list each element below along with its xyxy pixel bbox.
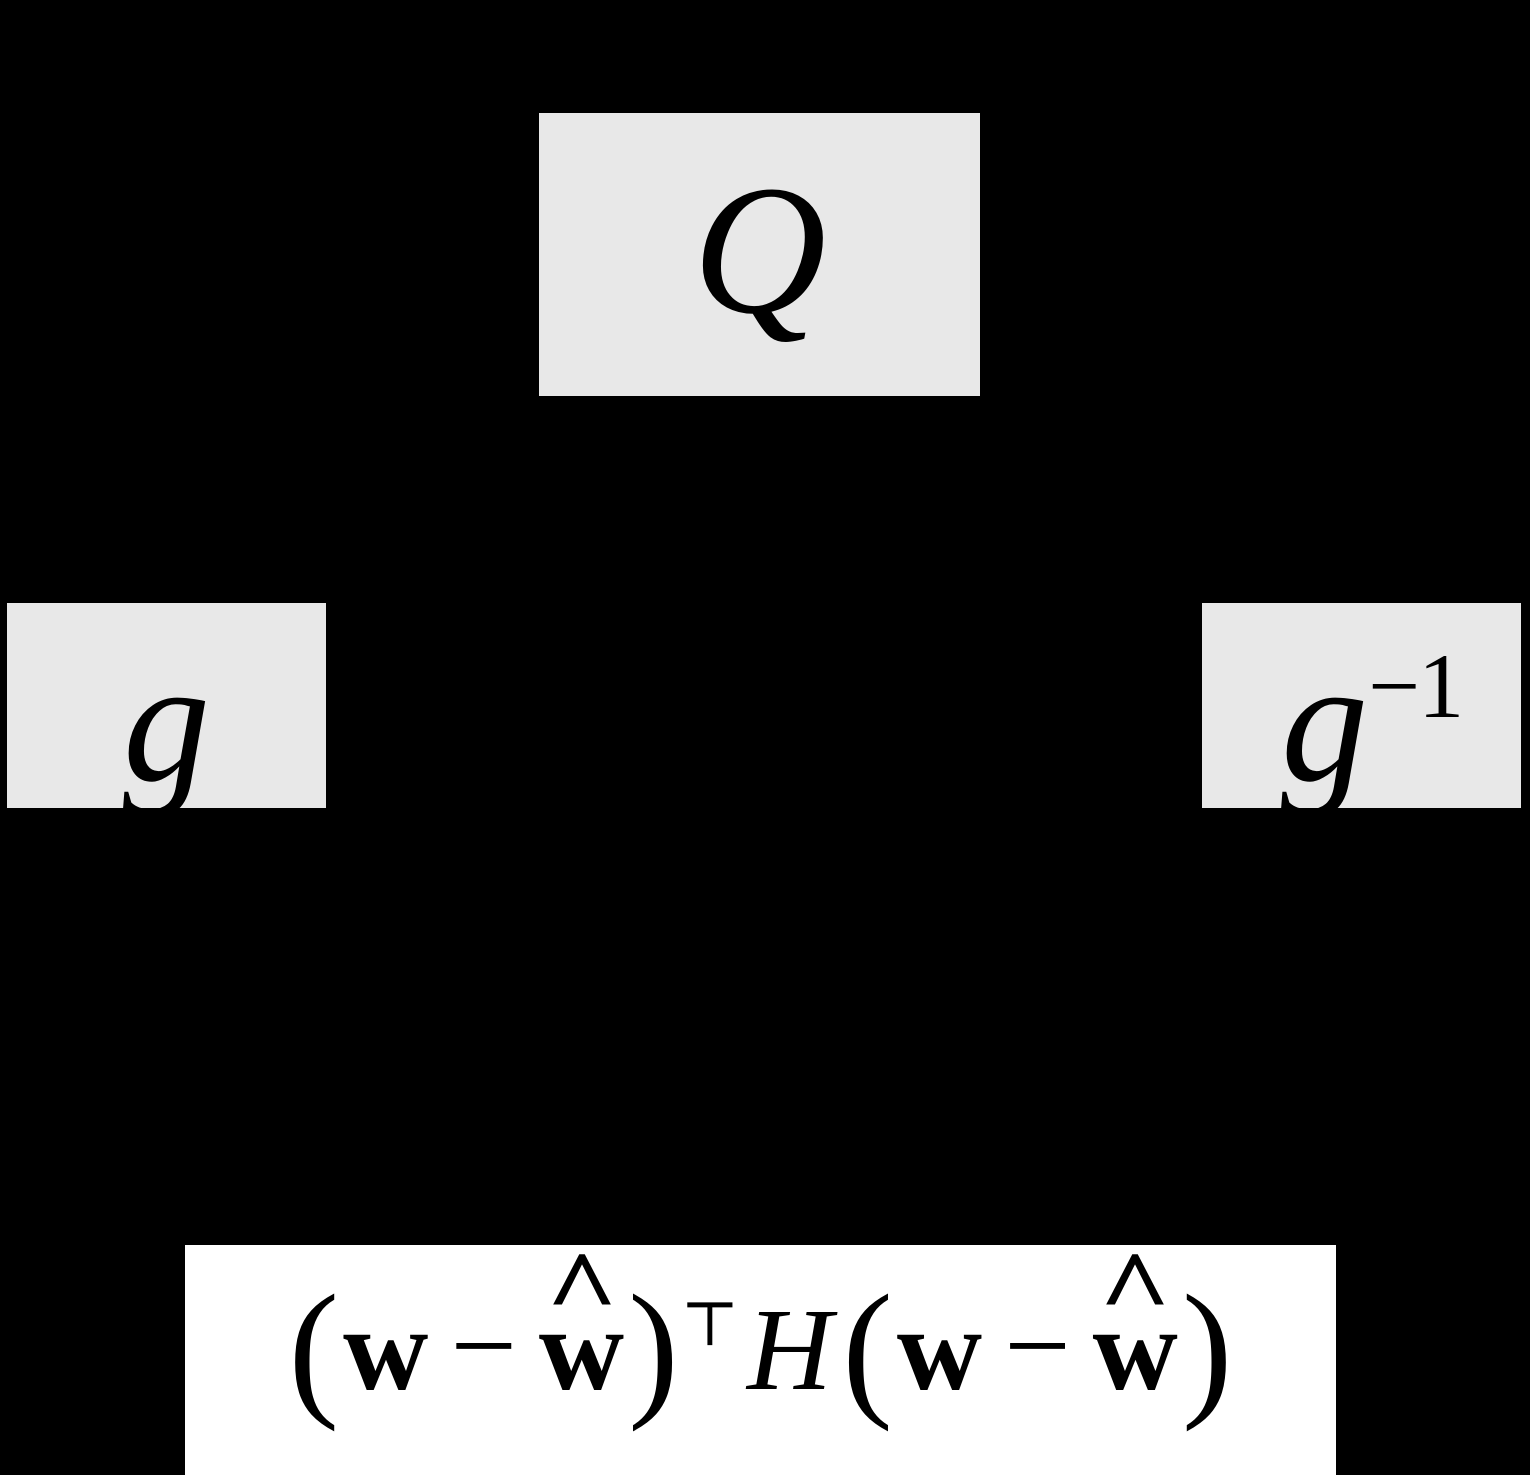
formula-w-vector-2: w — [896, 1284, 983, 1415]
node-quantizer-label: Q — [692, 148, 827, 353]
formula-w-vector: w — [343, 1284, 429, 1415]
formula-open-paren-2: ( — [842, 1263, 893, 1432]
formula-hessian-symbol: H — [747, 1284, 833, 1415]
formula-close-paren-2: ) — [1181, 1263, 1233, 1432]
formula-close-paren: ) — [628, 1263, 679, 1432]
formula-w-hat-vector: w — [537, 1291, 626, 1409]
node-inverse-transform-base: g — [1280, 624, 1369, 818]
formula-transpose-symbol: ⊤ — [680, 1290, 740, 1359]
node-quantizer: Q — [539, 113, 980, 396]
formula-expression: (w−w)⊤H(w−w) — [286, 1263, 1234, 1432]
formula-minus-sign: − — [450, 1280, 517, 1411]
node-inverse-transform-expression: g−1 — [1280, 624, 1464, 818]
formula-minus-sign-2: − — [1004, 1280, 1071, 1411]
node-transform: g — [7, 603, 326, 818]
node-hessian-quadratic-form: (w−w)⊤H(w−w) — [185, 1245, 1336, 1475]
formula-w-hat-vector-2: w — [1091, 1291, 1180, 1409]
node-transform-label: g — [122, 624, 211, 818]
node-inverse-transform: g−1 — [1202, 603, 1521, 818]
formula-open-paren: ( — [288, 1263, 340, 1432]
node-inverse-transform-superscript: −1 — [1368, 635, 1464, 737]
